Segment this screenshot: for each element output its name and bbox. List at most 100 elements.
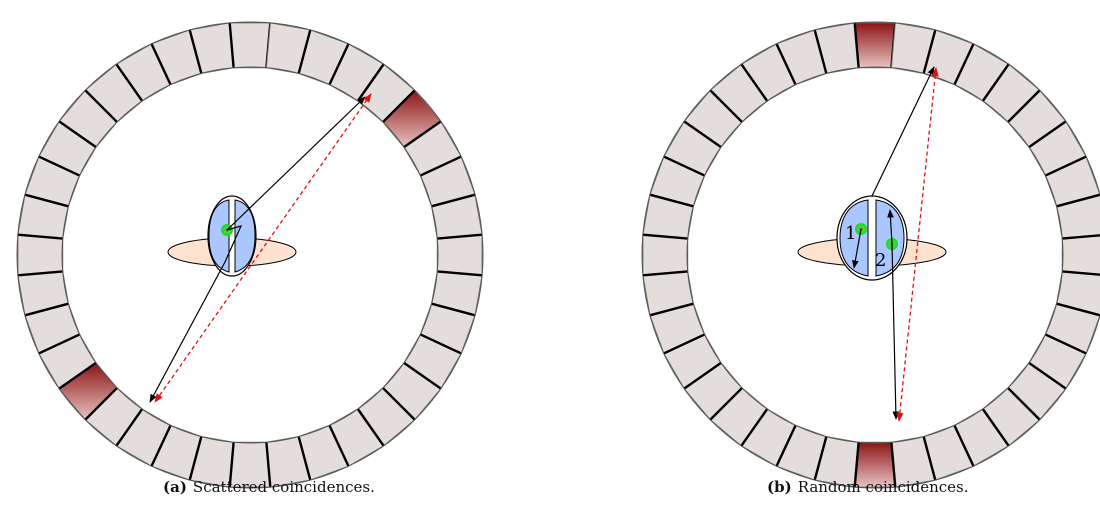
caption-a-text: Scattered coincidences. bbox=[192, 478, 375, 496]
detector-separator bbox=[431, 193, 476, 208]
brain-left-hemisphere-b bbox=[839, 199, 869, 277]
detector-separator bbox=[24, 193, 69, 208]
patient-phantom-a bbox=[167, 195, 297, 277]
active-detector-crystal bbox=[854, 22, 896, 69]
photon-1-path-up bbox=[871, 66, 935, 197]
detector-separator bbox=[431, 302, 476, 317]
detector-separator bbox=[890, 442, 897, 488]
detector-separator bbox=[419, 155, 462, 177]
detector-separator bbox=[853, 22, 860, 68]
detector-separator bbox=[382, 89, 416, 123]
detector-separator bbox=[1028, 120, 1067, 149]
detector-separator bbox=[1044, 333, 1087, 355]
detector-separator bbox=[683, 120, 722, 149]
detector-separator bbox=[188, 436, 203, 481]
caption-b-text: Random coincidences. bbox=[797, 478, 969, 496]
detector-separator bbox=[356, 408, 385, 447]
detector-separator bbox=[663, 155, 706, 177]
emission-label-2: 2 bbox=[875, 250, 886, 271]
detector-separator bbox=[981, 63, 1010, 102]
detector-separator bbox=[642, 270, 688, 277]
apparent-lor-b bbox=[896, 67, 939, 422]
detector-separator bbox=[1044, 155, 1087, 177]
detector-separator bbox=[115, 408, 144, 447]
detector-separator bbox=[403, 361, 442, 390]
panel-random: 1 2 bbox=[641, 21, 1100, 489]
detector-separator bbox=[813, 436, 828, 481]
detector-separator bbox=[437, 233, 483, 240]
detector-separator bbox=[328, 424, 350, 467]
detector-separator bbox=[328, 43, 350, 86]
detector-separator bbox=[775, 424, 797, 467]
photon-path-to-top-detector bbox=[226, 96, 366, 231]
detector-separator bbox=[150, 43, 172, 86]
detector-separator bbox=[663, 333, 706, 355]
detector-separator bbox=[17, 270, 63, 277]
detector-separator bbox=[813, 29, 828, 74]
detector-separator bbox=[188, 29, 203, 74]
emission-label-1: 1 bbox=[845, 223, 856, 244]
patient-phantom-b: 1 2 bbox=[797, 195, 947, 281]
detector-separator bbox=[709, 89, 743, 123]
detector-separator bbox=[1007, 89, 1041, 123]
detector-separator bbox=[228, 442, 235, 488]
ring-outer-edge bbox=[16, 21, 484, 489]
detector-separator bbox=[922, 436, 937, 481]
ring-inner-edge bbox=[686, 66, 1064, 444]
caption-b-tag: (b) bbox=[767, 478, 792, 496]
detector-separator bbox=[1056, 193, 1100, 208]
detector-separator bbox=[1056, 302, 1100, 317]
detector-separator bbox=[382, 387, 416, 421]
detector-separator bbox=[297, 436, 312, 481]
photon-1-path-short bbox=[852, 228, 862, 269]
detector-separator bbox=[265, 442, 272, 488]
detector-separator bbox=[38, 333, 81, 355]
detector-separator bbox=[981, 408, 1010, 447]
photon-paths-a bbox=[149, 93, 372, 403]
detector-separator bbox=[437, 270, 483, 277]
detector-separator bbox=[58, 361, 97, 390]
detector-separator bbox=[683, 361, 722, 390]
detector-ring-a bbox=[16, 21, 484, 489]
caption-a-tag: (a) bbox=[163, 478, 187, 496]
detector-separator bbox=[17, 233, 63, 240]
photon-2-path-down bbox=[891, 243, 900, 420]
detector-separator bbox=[297, 29, 312, 74]
caption-b: (b) Random coincidences. bbox=[767, 478, 969, 496]
detector-crystal bbox=[17, 234, 64, 276]
photon-2-path-short bbox=[887, 209, 894, 245]
detector-separator bbox=[84, 387, 118, 421]
detector-separator bbox=[649, 302, 694, 317]
detector-separator bbox=[403, 120, 442, 149]
detector-separator bbox=[775, 43, 797, 86]
detector-separator bbox=[1028, 361, 1067, 390]
detector-crystal bbox=[642, 234, 689, 276]
ring-outer-edge bbox=[641, 21, 1100, 489]
detector-separator bbox=[642, 233, 688, 240]
detector-separator bbox=[1007, 387, 1041, 421]
detector-separator bbox=[953, 43, 975, 86]
detector-separator bbox=[58, 120, 97, 149]
detector-crystal bbox=[1061, 234, 1100, 276]
detector-crystal bbox=[229, 22, 271, 69]
detector-separator bbox=[115, 63, 144, 102]
detector-separator bbox=[853, 442, 860, 488]
detector-separator bbox=[953, 424, 975, 467]
detector-separator bbox=[84, 89, 118, 123]
detector-separator bbox=[740, 408, 769, 447]
caption-a: (a) Scattered coincidences. bbox=[163, 478, 375, 496]
detector-separator bbox=[649, 193, 694, 208]
detector-separator bbox=[922, 29, 937, 74]
detector-ring-b bbox=[641, 21, 1100, 489]
detector-separator bbox=[740, 63, 769, 102]
detector-separator bbox=[150, 424, 172, 467]
detector-separator bbox=[419, 333, 462, 355]
photon-paths-b bbox=[852, 66, 939, 422]
detector-crystal bbox=[436, 234, 483, 276]
ring-inner-edge bbox=[61, 66, 439, 444]
detector-separator bbox=[38, 155, 81, 177]
detector-separator bbox=[709, 387, 743, 421]
panel-scattered bbox=[16, 21, 484, 489]
detector-separator bbox=[228, 22, 235, 68]
